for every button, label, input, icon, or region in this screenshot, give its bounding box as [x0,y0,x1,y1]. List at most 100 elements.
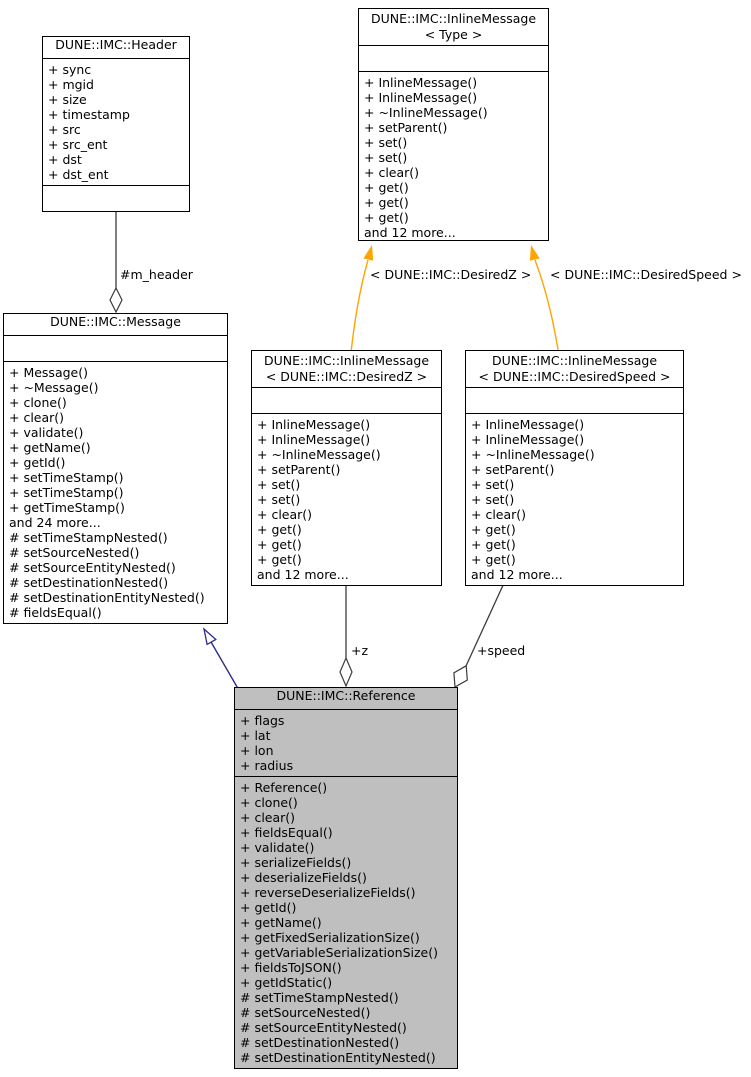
member-row: + ~InlineMessage() [364,105,488,120]
member-row: + get() [257,552,302,567]
class-title: DUNE::IMC::Message [4,314,227,335]
member-row: # setDestinationEntityNested() [240,1050,436,1065]
member-row: + getVariableSerializationSize() [240,945,439,960]
class-methods: + Message()+ ~Message()+ clone()+ clear(… [4,361,227,623]
open-triangle-icon [202,627,217,646]
class-box-header[interactable]: DUNE::IMC::Header + sync+ mgid+ size+ ti… [42,36,190,212]
open-diamond-icon [339,656,353,688]
class-title-line: DUNE::IMC::InlineMessage [491,353,658,368]
member-row: + src [48,122,81,137]
aggregation-edge-m-header [109,200,123,314]
member-row: + get() [364,180,409,195]
class-box-inlinemessage-desiredz[interactable]: DUNE::IMC::InlineMessage< DUNE::IMC::Des… [251,350,442,586]
class-box-inlinemessage-desiredspeed[interactable]: DUNE::IMC::InlineMessage< DUNE::IMC::Des… [465,350,684,586]
member-row: + get() [257,522,302,537]
member-row: + setParent() [471,462,555,477]
member-row: + setParent() [364,120,448,135]
member-row: + InlineMessage() [471,432,585,447]
member-row: + radius [240,758,294,773]
member-row: + setTimeStamp() [9,470,124,485]
member-row: + flags [240,713,285,728]
member-row: + fieldsToJSON() [240,960,342,975]
template-instance-edge-desiredspeed [529,245,561,363]
edge-label-z: +z [351,643,369,658]
open-diamond-icon [453,664,468,688]
member-row: + sync [48,62,92,77]
edge-label-speed: +speed [477,643,526,658]
member-row: + set() [364,135,408,150]
class-title-line: DUNE::IMC::Reference [276,688,416,703]
member-row: + deserializeFields() [240,870,367,885]
member-row: + dst [48,152,82,167]
member-row: + InlineMessage() [364,90,478,105]
edge-label-template-desiredz: < DUNE::IMC::DesiredZ > [370,267,532,282]
class-title: DUNE::IMC::InlineMessage< DUNE::IMC::Des… [466,351,683,387]
member-row: + setTimeStamp() [9,485,124,500]
class-title-line: < Type > [424,27,483,42]
edge-label-template-desiredspeed: < DUNE::IMC::DesiredSpeed > [550,267,742,282]
member-row: # setSourceNested() [240,1005,371,1020]
class-methods: + InlineMessage()+ InlineMessage()+ ~Inl… [466,413,683,585]
member-row: + get() [364,210,409,225]
class-title: DUNE::IMC::Header [43,37,189,58]
member-row: and 12 more... [257,567,349,582]
class-methods [43,185,189,211]
member-row: + get() [471,522,516,537]
open-diamond-icon [109,286,123,314]
class-title: DUNE::IMC::Reference [235,688,457,709]
class-box-inlinemessage-type[interactable]: DUNE::IMC::InlineMessage< Type > + Inlin… [358,8,549,241]
member-row: + ~InlineMessage() [471,447,595,462]
member-row: + InlineMessage() [471,417,585,432]
class-methods: + InlineMessage()+ InlineMessage()+ ~Inl… [252,413,441,585]
class-methods: + Reference()+ clone()+ clear()+ fieldsE… [235,776,457,1068]
member-row: + ~Message() [9,380,99,395]
member-row: + clear() [471,507,527,522]
member-row: + timestamp [48,107,130,122]
member-row: + Reference() [240,780,328,795]
member-row: + setParent() [257,462,341,477]
arrowhead-icon [363,245,374,261]
member-row: + validate() [9,425,84,440]
member-row: + getIdStatic() [240,975,333,990]
class-title: DUNE::IMC::InlineMessage< DUNE::IMC::Des… [252,351,441,387]
member-row: # setSourceNested() [9,545,140,560]
member-row: + src_ent [48,137,108,152]
member-row: + dst_ent [48,167,109,182]
member-row: + clear() [257,507,313,522]
member-row: + get() [257,537,302,552]
edge-label-m-header: #m_header [120,267,193,282]
class-title-line: < DUNE::IMC::DesiredSpeed > [478,369,671,384]
aggregation-edge-speed [453,569,511,688]
member-row: + InlineMessage() [257,432,371,447]
class-box-message[interactable]: DUNE::IMC::Message + Message()+ ~Message… [3,313,228,624]
member-row: + set() [257,492,301,507]
member-row: + clone() [240,795,298,810]
class-title-line: DUNE::IMC::InlineMessage [263,353,430,368]
member-row: + set() [364,150,408,165]
class-title-line: DUNE::IMC::Message [50,314,181,329]
member-row: + getId() [240,900,297,915]
member-row: + getName() [9,440,91,455]
member-row: # setDestinationNested() [9,575,169,590]
class-title: DUNE::IMC::InlineMessage< Type > [359,9,548,45]
member-row: + set() [471,477,515,492]
member-row: + getName() [240,915,322,930]
member-row: + set() [471,492,515,507]
class-methods: + InlineMessage()+ InlineMessage()+ ~Inl… [359,71,548,240]
member-row: + validate() [240,840,315,855]
member-row: + lat [240,728,271,743]
class-box-reference: DUNE::IMC::Reference + flags+ lat+ lon+ … [234,687,458,1069]
member-row: + Message() [9,365,88,380]
member-row: + get() [471,552,516,567]
member-row: + InlineMessage() [257,417,371,432]
member-row: # setSourceEntityNested() [240,1020,407,1035]
class-attributes [466,387,683,413]
member-row: + fieldsEqual() [240,825,333,840]
class-attributes [359,45,548,71]
member-row: + serializeFields() [240,855,352,870]
class-attributes [252,387,441,413]
member-row: + clear() [9,410,65,425]
member-row: # setSourceEntityNested() [9,560,176,575]
member-row: + mgid [48,77,94,92]
